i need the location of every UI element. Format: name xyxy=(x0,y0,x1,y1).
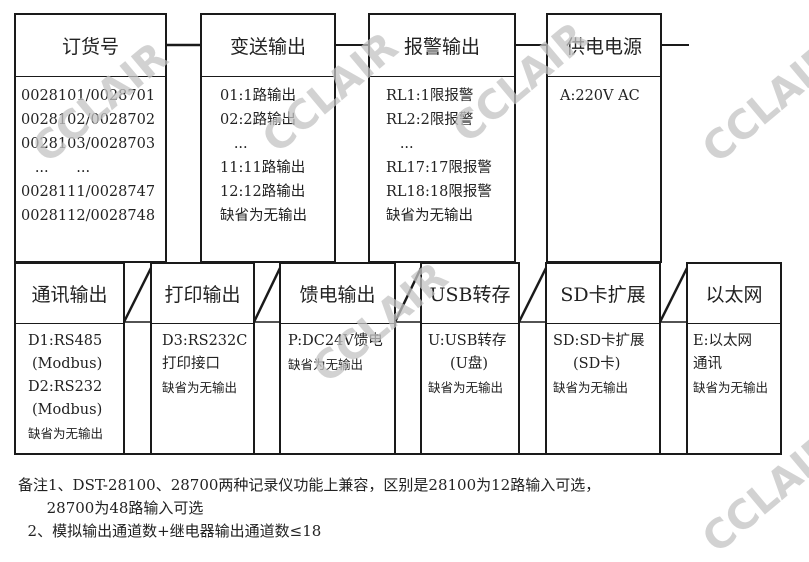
ethernet-box: 以太网 E:以太网 通讯 缺省为无输出 xyxy=(686,262,782,455)
option-line: D1:RS485 xyxy=(28,333,103,349)
option-line: P:DC24V馈电 xyxy=(288,333,383,349)
note-line: 2、模拟输出通道数+继电器输出通道数≤18 xyxy=(18,522,322,540)
box-body: RL1:1限报警 RL2:2限报警 ... RL17:17限报警 RL18:18… xyxy=(370,84,514,261)
box-body: D1:RS485 (Modbus) D2:RS232 (Modbus) 缺省为无… xyxy=(16,326,123,453)
note-line: 28700为48路输入可选 xyxy=(18,499,204,517)
option-line: RL18:18限报警 xyxy=(386,184,492,200)
box-title: 通讯输出 xyxy=(16,264,123,324)
note-line: 备注1、DST-28100、28700两种记录仪功能上兼容，区别是28100为1… xyxy=(18,476,601,494)
slash-line xyxy=(658,267,689,323)
option-line: 通讯 xyxy=(693,356,722,372)
option-line: 0028111/0028747 xyxy=(21,184,156,200)
box-body: 01:1路输出 02:2路输出 ... 11:11路输出 12:12路输出 缺省… xyxy=(202,84,334,261)
connector-lines xyxy=(166,43,689,47)
box-body: A:220V AC xyxy=(548,84,660,261)
slash-line xyxy=(393,267,423,323)
option-line: A:220V AC xyxy=(560,88,640,104)
box-title: 馈电输出 xyxy=(281,264,394,324)
sd-card-box: SD卡扩展 SD:SD卡扩展 (SD卡) 缺省为无输出 xyxy=(545,262,661,455)
alarm-output-box: 报警输出 RL1:1限报警 RL2:2限报警 ... RL17:17限报警 RL… xyxy=(368,13,516,263)
slash-line xyxy=(517,267,548,323)
box-title: USB转存 xyxy=(422,264,518,324)
option-line: (U盘) xyxy=(450,356,489,372)
box-title: 变送输出 xyxy=(202,15,334,77)
power-supply-box: 供电电源 A:220V AC xyxy=(546,13,662,263)
box-title: 以太网 xyxy=(688,264,780,324)
option-line: ... ... xyxy=(21,160,91,176)
communication-output-box: 通讯输出 D1:RS485 (Modbus) D2:RS232 (Modbus)… xyxy=(14,262,125,455)
box-title: 供电电源 xyxy=(548,15,660,77)
option-line: 0028101/0028701 xyxy=(21,88,156,104)
option-line: (Modbus) xyxy=(32,356,103,372)
option-line: SD:SD卡扩展 xyxy=(553,333,645,349)
option-line: 01:1路输出 xyxy=(220,88,297,104)
notes: 备注1、DST-28100、28700两种记录仪功能上兼容，区别是28100为1… xyxy=(18,474,600,543)
slash-line xyxy=(122,267,153,323)
option-line: 缺省为无输出 xyxy=(386,208,473,224)
slash-lines xyxy=(122,267,689,323)
default-note: 缺省为无输出 xyxy=(162,380,238,395)
option-line: E:以太网 xyxy=(693,333,752,349)
option-line: 0028102/0028702 xyxy=(21,112,156,128)
box-body: SD:SD卡扩展 (SD卡) 缺省为无输出 xyxy=(547,326,659,453)
box-body: P:DC24V馈电 缺省为无输出 xyxy=(281,326,394,453)
option-line: RL2:2限报警 xyxy=(386,112,474,128)
option-line: D2:RS232 xyxy=(28,379,103,395)
option-line: (SD卡) xyxy=(573,356,621,372)
option-line: 打印接口 xyxy=(162,356,220,372)
feed-output-box: 馈电输出 P:DC24V馈电 缺省为无输出 xyxy=(279,262,396,455)
box-body: 0028101/0028701 0028102/0028702 0028103/… xyxy=(16,84,165,261)
option-line: ... xyxy=(386,136,414,152)
default-note: 缺省为无输出 xyxy=(288,357,364,372)
option-line: 02:2路输出 xyxy=(220,112,297,128)
print-output-box: 打印输出 D3:RS232C 打印接口 缺省为无输出 xyxy=(150,262,255,455)
default-note: 缺省为无输出 xyxy=(28,426,104,441)
default-note: 缺省为无输出 xyxy=(553,380,629,395)
box-title: 报警输出 xyxy=(370,15,514,77)
option-line: 11:11路输出 xyxy=(220,160,306,176)
option-line: 12:12路输出 xyxy=(220,184,306,200)
option-line: RL1:1限报警 xyxy=(386,88,474,104)
order-number-box: 订货号 0028101/0028701 0028102/0028702 0028… xyxy=(14,13,167,263)
box-body: E:以太网 通讯 缺省为无输出 xyxy=(688,326,780,453)
default-note: 缺省为无输出 xyxy=(428,380,504,395)
box-title: 打印输出 xyxy=(152,264,253,324)
box-body: U:USB转存 (U盘) 缺省为无输出 xyxy=(422,326,518,453)
option-line: ... xyxy=(220,136,248,152)
option-line: 0028103/0028703 xyxy=(21,136,156,152)
option-line: D3:RS232C xyxy=(162,333,248,349)
default-note: 缺省为无输出 xyxy=(693,380,769,395)
option-line: (Modbus) xyxy=(32,402,103,418)
box-title: 订货号 xyxy=(16,15,165,77)
option-line: RL17:17限报警 xyxy=(386,160,492,176)
usb-storage-box: USB转存 U:USB转存 (U盘) 缺省为无输出 xyxy=(420,262,520,455)
option-line: 缺省为无输出 xyxy=(220,208,307,224)
slash-line xyxy=(252,267,282,323)
option-line: U:USB转存 xyxy=(428,333,507,349)
option-line: 0028112/0028748 xyxy=(21,208,156,224)
box-body: D3:RS232C 打印接口 缺省为无输出 xyxy=(152,326,253,453)
transmit-output-box: 变送输出 01:1路输出 02:2路输出 ... 11:11路输出 12:12路… xyxy=(200,13,336,263)
box-title: SD卡扩展 xyxy=(547,264,659,324)
